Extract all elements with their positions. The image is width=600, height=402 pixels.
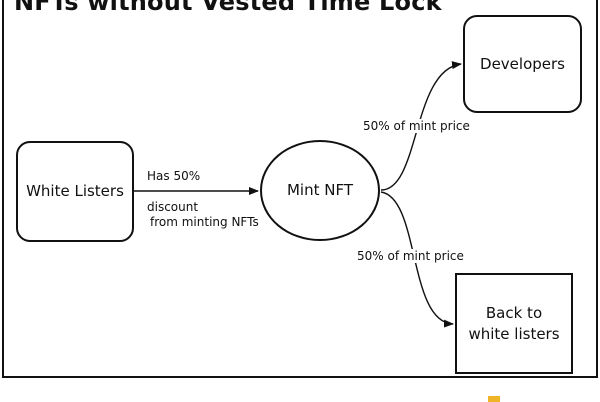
corner-logo-mark xyxy=(488,396,500,402)
developers-node: Developers xyxy=(463,15,582,113)
developers-label: Developers xyxy=(480,54,565,73)
edge-label-back-share: 50% of mint price xyxy=(357,249,464,263)
diagram-title: NFTs without Vested Time Lock xyxy=(14,0,442,16)
back-to-white-listers-label: Back to white listers xyxy=(468,304,560,343)
mint-nft-label: Mint NFT xyxy=(286,181,353,200)
edge-label-discount-line-2: from minting NFTs xyxy=(150,215,259,229)
edge-label-has-50: Has 50% xyxy=(147,169,201,183)
back-to-white-listers-node: Back to white listers xyxy=(455,273,573,374)
white-listers-node: White Listers xyxy=(16,141,134,242)
edge-label-discount-line-1: discount xyxy=(147,200,199,214)
edge-label-developers-share: 50% of mint price xyxy=(363,119,470,133)
edge-label-discount: discount from minting NFTs xyxy=(147,200,259,230)
white-listers-label: White Listers xyxy=(26,182,124,201)
mint-nft-node: Mint NFT xyxy=(260,140,380,241)
diagram-frame xyxy=(2,0,598,378)
